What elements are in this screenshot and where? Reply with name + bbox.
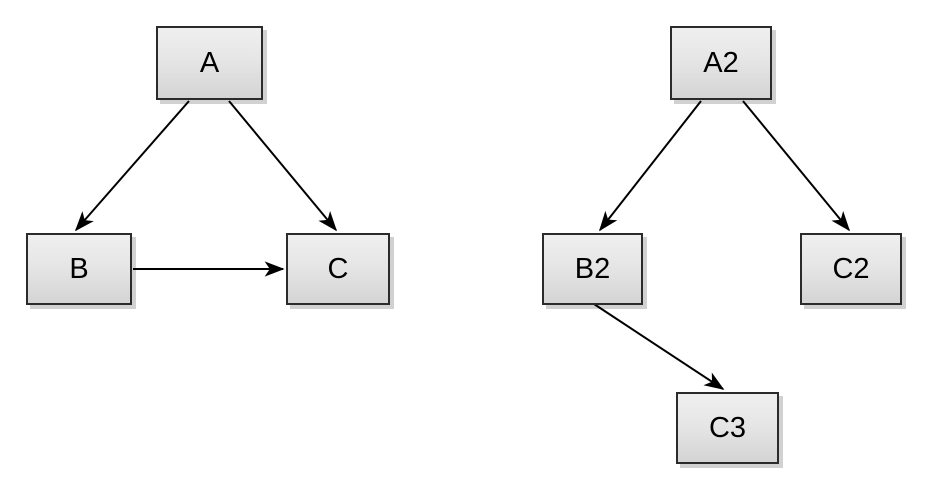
node-c[interactable]: C xyxy=(286,233,390,305)
node-label-a: A xyxy=(199,46,220,79)
node-label-c2: C2 xyxy=(832,252,870,285)
node-c2[interactable]: C2 xyxy=(800,233,902,305)
edge-a-to-b xyxy=(74,100,190,232)
edge-a2-to-b2 xyxy=(599,100,702,232)
node-a[interactable]: A xyxy=(156,26,263,100)
edge-a2-to-c2 xyxy=(742,100,851,232)
node-c3[interactable]: C3 xyxy=(676,392,779,464)
edges-group xyxy=(74,100,851,390)
edge-b2-to-c3 xyxy=(593,303,725,390)
node-b2[interactable]: B2 xyxy=(542,233,643,305)
node-label-c3: C3 xyxy=(708,411,747,444)
node-label-a2: A2 xyxy=(703,46,739,79)
node-b[interactable]: B xyxy=(26,233,132,305)
node-label-b2: B2 xyxy=(574,252,611,285)
node-label-c: C xyxy=(327,252,349,285)
node-a2[interactable]: A2 xyxy=(670,26,772,100)
edge-a-to-c xyxy=(228,100,338,232)
node-label-b: B xyxy=(69,252,89,285)
